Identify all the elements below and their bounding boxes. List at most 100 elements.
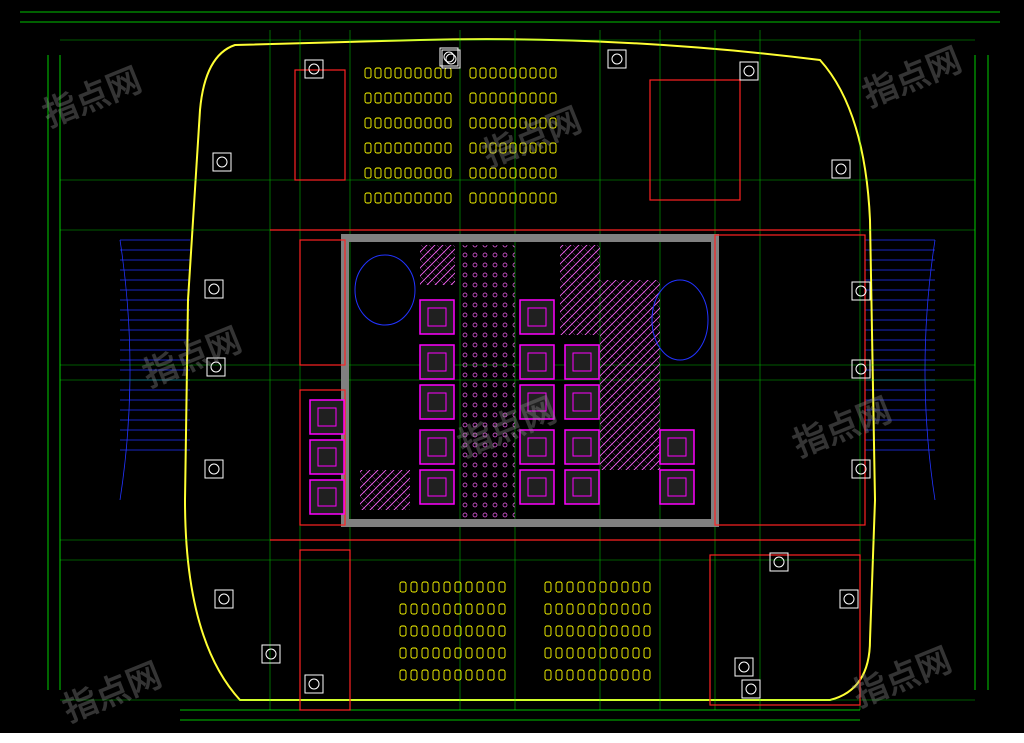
column-icon bbox=[206, 357, 226, 377]
seat bbox=[577, 603, 585, 615]
seat bbox=[434, 142, 442, 154]
seat bbox=[566, 647, 574, 659]
seat bbox=[632, 603, 640, 615]
seat bbox=[443, 581, 451, 593]
seat bbox=[454, 669, 462, 681]
seat bbox=[443, 669, 451, 681]
seat bbox=[643, 647, 651, 659]
seat bbox=[509, 92, 517, 104]
seat bbox=[519, 117, 527, 129]
seat bbox=[394, 67, 402, 79]
seat bbox=[489, 167, 497, 179]
seat bbox=[394, 92, 402, 104]
seat bbox=[479, 92, 487, 104]
seat bbox=[364, 117, 372, 129]
structural-columns bbox=[204, 47, 871, 699]
seat bbox=[539, 142, 547, 154]
slab-edge bbox=[183, 38, 877, 701]
seat bbox=[432, 669, 440, 681]
seat bbox=[479, 192, 487, 204]
seat bbox=[444, 117, 452, 129]
seat bbox=[384, 167, 392, 179]
seat bbox=[577, 625, 585, 637]
seat bbox=[444, 167, 452, 179]
seat bbox=[610, 625, 618, 637]
seat bbox=[454, 647, 462, 659]
elevator-icon bbox=[309, 399, 345, 435]
seat bbox=[421, 669, 429, 681]
seat bbox=[599, 669, 607, 681]
seat bbox=[454, 581, 462, 593]
seat bbox=[444, 67, 452, 79]
column-icon bbox=[212, 152, 232, 172]
seat bbox=[519, 67, 527, 79]
seats-top bbox=[364, 67, 557, 204]
seat bbox=[599, 625, 607, 637]
seat bbox=[479, 167, 487, 179]
seat bbox=[476, 625, 484, 637]
seat bbox=[539, 67, 547, 79]
seat bbox=[509, 167, 517, 179]
seat bbox=[454, 603, 462, 615]
seat bbox=[621, 669, 629, 681]
seat bbox=[384, 117, 392, 129]
seats-bottom bbox=[399, 581, 651, 681]
facade-curve bbox=[119, 239, 131, 501]
seat bbox=[421, 647, 429, 659]
seat bbox=[621, 647, 629, 659]
column-icon bbox=[741, 679, 761, 699]
seat bbox=[399, 603, 407, 615]
seat bbox=[476, 603, 484, 615]
seat bbox=[487, 647, 495, 659]
seat bbox=[610, 603, 618, 615]
elevator-icon bbox=[519, 429, 555, 465]
column-icon bbox=[769, 552, 789, 572]
seat bbox=[384, 92, 392, 104]
seat bbox=[364, 192, 372, 204]
seat bbox=[374, 192, 382, 204]
stairs bbox=[354, 254, 709, 361]
seat bbox=[394, 117, 402, 129]
seat bbox=[374, 92, 382, 104]
elevator-icon bbox=[419, 469, 455, 505]
seat bbox=[529, 167, 537, 179]
seat bbox=[549, 192, 557, 204]
seat bbox=[476, 669, 484, 681]
elevator-icon bbox=[564, 384, 600, 420]
seat bbox=[469, 67, 477, 79]
seat bbox=[374, 142, 382, 154]
seat bbox=[509, 67, 517, 79]
seat bbox=[499, 142, 507, 154]
seat bbox=[519, 92, 527, 104]
seat bbox=[434, 192, 442, 204]
seat bbox=[499, 67, 507, 79]
seat bbox=[434, 92, 442, 104]
grid-dimension-lines bbox=[20, 11, 1000, 721]
seat bbox=[414, 67, 422, 79]
seat bbox=[394, 142, 402, 154]
seat bbox=[529, 67, 537, 79]
seat bbox=[566, 603, 574, 615]
seat bbox=[414, 167, 422, 179]
seat bbox=[539, 117, 547, 129]
seat bbox=[465, 603, 473, 615]
seat bbox=[421, 625, 429, 637]
elevator-icon bbox=[419, 299, 455, 335]
seat bbox=[489, 192, 497, 204]
seat bbox=[374, 117, 382, 129]
seat bbox=[555, 647, 563, 659]
seat bbox=[499, 192, 507, 204]
column-icon bbox=[204, 459, 224, 479]
seat bbox=[632, 625, 640, 637]
seat bbox=[632, 647, 640, 659]
column-icon bbox=[261, 644, 281, 664]
seat bbox=[566, 581, 574, 593]
column-icon bbox=[739, 61, 759, 81]
seat bbox=[539, 92, 547, 104]
seat bbox=[399, 581, 407, 593]
seat bbox=[643, 625, 651, 637]
seat bbox=[499, 92, 507, 104]
seat bbox=[643, 603, 651, 615]
seat bbox=[599, 603, 607, 615]
